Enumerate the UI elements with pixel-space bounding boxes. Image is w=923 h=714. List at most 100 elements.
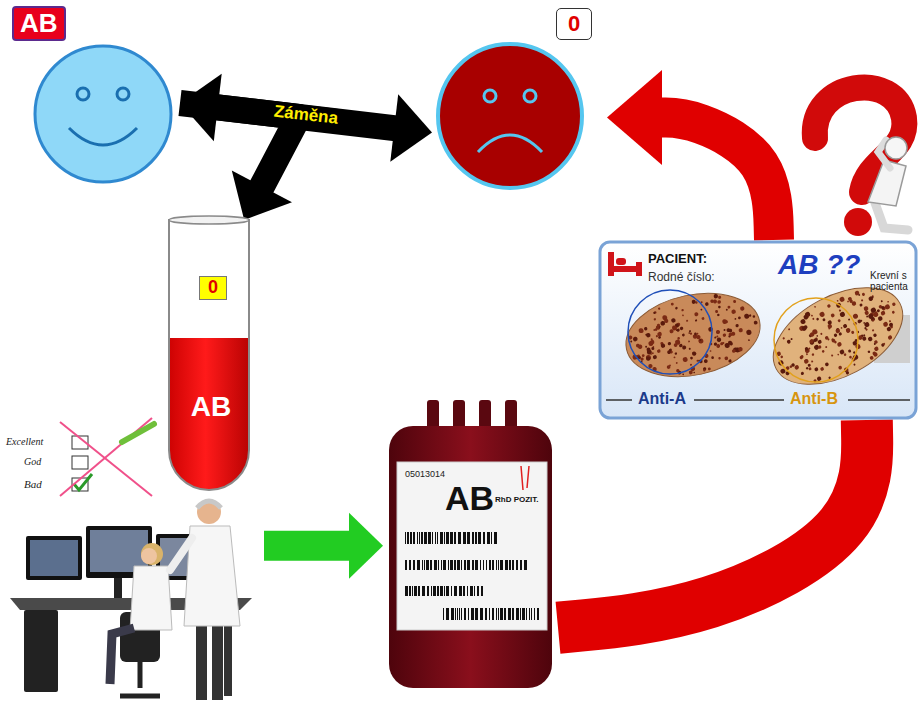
barcode-bar: [492, 608, 494, 620]
agglutination-dot: [847, 300, 849, 302]
agglutination-dot: [704, 359, 709, 364]
agglutination-dot: [646, 355, 652, 361]
barcode-bar: [520, 560, 522, 570]
agglutination-dot: [800, 371, 804, 375]
agglutination-dot: [867, 350, 870, 353]
arrow-head: [607, 70, 662, 165]
barcode-bar: [531, 608, 532, 620]
agglutination-dot: [808, 367, 812, 371]
agglutination-dot: [638, 328, 644, 334]
barcode-bar: [512, 560, 514, 570]
agglutination-dot: [716, 344, 721, 349]
agglutination-dot: [744, 313, 750, 319]
barcode-bar: [489, 560, 491, 570]
barcode-bar: [421, 532, 423, 544]
barcode-bar: [492, 560, 494, 570]
card-field: Krevní s pacienta: [870, 270, 912, 292]
barcode-bar: [474, 586, 475, 596]
agglutination-dot: [718, 306, 721, 309]
agglutination-dot: [876, 309, 880, 313]
agglutination-dot: [724, 356, 728, 360]
barcode-bar: [464, 608, 466, 620]
agglutination-dot: [657, 331, 662, 336]
agglutination-dot: [717, 300, 721, 304]
barcode-bar: [505, 560, 508, 570]
agglutination-dot: [869, 355, 874, 360]
barcode-bar: [428, 532, 431, 544]
agglutination-dot: [682, 373, 684, 375]
anti-b-field: [757, 268, 918, 404]
eye: [484, 90, 496, 102]
barcode-bar: [470, 586, 473, 596]
agglutination-dot: [652, 352, 654, 354]
barcode-bar: [477, 586, 479, 596]
agglutination-dot: [845, 327, 851, 333]
agglutination-dot: [738, 347, 743, 352]
agglutination-dot: [650, 353, 652, 355]
agglutination-dot: [689, 348, 691, 350]
bedside-test-card: PACIENT:Rodné číslo:AB ??Krevní s pacien…: [598, 240, 918, 420]
question-mark-dot: [844, 208, 872, 236]
agglutination-dot: [864, 310, 870, 316]
agglutination-dot: [728, 340, 733, 345]
agglutination-dot: [689, 330, 691, 332]
barcode-bar: [424, 532, 427, 544]
agglutination-dot: [726, 309, 728, 311]
barcode-bar: [512, 608, 514, 620]
agglutination-dot: [883, 343, 886, 346]
agglutination-dot: [816, 317, 819, 320]
barcode-bar: [433, 586, 436, 596]
barcode-bar: [463, 586, 465, 596]
barcode-bar: [516, 560, 518, 570]
eye: [117, 88, 129, 100]
tube-label: 0: [199, 276, 227, 300]
agglutination-dot: [820, 332, 823, 335]
agglutination-dot: [811, 360, 814, 363]
barcode-bar: [409, 586, 411, 596]
agglutination-dot: [889, 320, 892, 323]
agglutination-dot: [688, 370, 693, 375]
agglutination-dot: [749, 314, 752, 317]
agglutination-dot: [729, 333, 733, 337]
barcode-bar: [417, 560, 420, 570]
agglutination-dot: [653, 311, 656, 314]
agglutination-dot: [636, 343, 640, 347]
checklist-item: God: [24, 456, 41, 467]
barcode-bar: [413, 560, 415, 570]
agglutination-dot: [693, 372, 695, 374]
agglutination-dot: [849, 299, 854, 304]
agglutination-dot: [864, 321, 871, 328]
agglutination-dot: [887, 335, 893, 341]
barcode-bar: [461, 608, 462, 620]
agglutination-dot: [701, 317, 704, 320]
agglutination-dot: [820, 367, 825, 372]
blood-bag: 05013014ABRhD POZIT.: [383, 400, 558, 692]
man-leg: [212, 620, 223, 700]
agglutination-dot: [703, 367, 707, 371]
agglutination-dot: [716, 335, 718, 337]
barcode-bar: [471, 608, 474, 620]
barcode-bar: [426, 560, 429, 570]
agglutination-dot: [666, 365, 670, 369]
monitor: [26, 536, 82, 580]
agglutination-dot: [644, 327, 648, 331]
agglutination-dot: [830, 313, 835, 318]
barcode-bar: [478, 532, 481, 544]
agglutination-dot: [676, 328, 680, 332]
agglutination-dot: [836, 300, 838, 302]
man-hair: [197, 501, 221, 508]
monitor-stand: [114, 578, 122, 600]
barcode-bar: [432, 532, 433, 544]
agglutination-dot: [816, 376, 822, 382]
barcode-bar: [457, 608, 458, 620]
agglutination-dot: [790, 338, 793, 341]
barcode-bar: [412, 586, 413, 596]
agglutination-dot: [814, 306, 816, 308]
agglutination-dot: [872, 329, 875, 332]
barcode-bar: [467, 532, 470, 544]
agglutination-dot: [682, 314, 684, 316]
agglutination-dot: [891, 310, 895, 314]
agglutination-dot: [705, 302, 709, 306]
reagent-circle: [774, 298, 858, 382]
agglutination-dot: [811, 353, 814, 356]
